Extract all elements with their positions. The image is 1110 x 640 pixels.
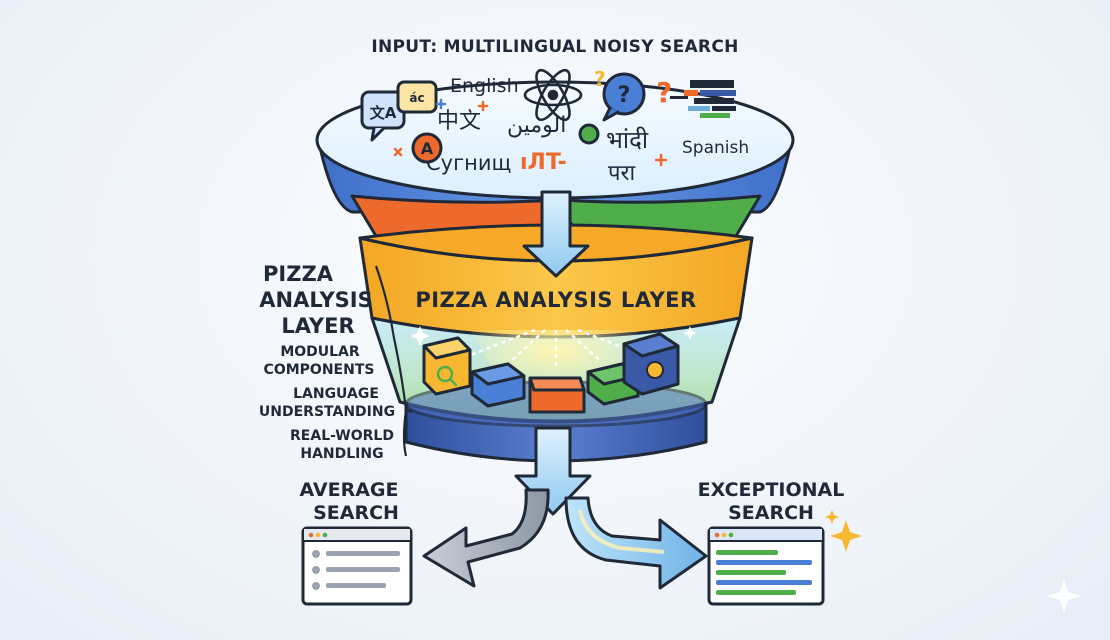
side-item-1-line-2: COMPONENTS — [264, 362, 375, 378]
average-arrow — [422, 488, 550, 588]
average-label-line-2: SEARCH — [313, 502, 399, 524]
side-items: MODULAR COMPONENTS LANGUAGE UNDERSTANDIN… — [259, 344, 395, 462]
side-item-2-line-1: LANGUAGE — [293, 386, 379, 402]
letter-bubble-icon: A — [411, 132, 443, 164]
side-heading-line-3: LAYER — [281, 314, 354, 338]
glitch-icon — [670, 80, 736, 118]
exceptional-label-line-1: EXCEPTIONAL — [698, 479, 845, 501]
average-label-line-1: AVERAGE — [299, 479, 398, 501]
exceptional-search-window — [707, 526, 825, 606]
side-item-3-line-1: REAL-WORLD — [290, 428, 394, 444]
side-heading-line-2: ANALYSIS — [259, 288, 372, 312]
word-english: English — [450, 75, 519, 97]
svg-text:ác: ác — [409, 91, 424, 105]
exceptional-label-line-2: SEARCH — [728, 502, 814, 524]
component-cube-orange — [528, 376, 586, 414]
word-noise: ıЛT- — [520, 150, 567, 175]
svg-text:?: ? — [618, 83, 631, 108]
diagram-title: INPUT: MULTILINGUAL NOISY SEARCH — [371, 37, 738, 57]
question-mark-orange: ? — [656, 76, 672, 109]
top-down-arrow — [522, 190, 590, 278]
sparkle-icon — [410, 326, 697, 346]
svg-text:文A: 文A — [370, 104, 397, 122]
sparkle-crosses — [393, 98, 668, 167]
side-heading: PIZZA ANALYSIS LAYER — [259, 262, 372, 338]
inner-rays — [467, 328, 641, 366]
average-search-window — [301, 526, 413, 606]
exceptional-arrow-glow — [578, 509, 665, 554]
search-box-icon — [422, 336, 472, 396]
svg-text:A: A — [421, 139, 434, 158]
translate-icon: 文A ác — [360, 80, 438, 142]
funnel-layer-label: PIZZA ANALYSIS LAYER — [415, 288, 696, 312]
question-mark-yellow: ? — [594, 67, 606, 91]
corner-sparkle-icon — [1046, 578, 1082, 614]
word-chinese: 中文 — [437, 109, 481, 134]
component-cube-blue — [470, 362, 526, 408]
exceptional-arrow — [564, 496, 708, 590]
gold-sparkle-icon — [825, 510, 862, 552]
side-bracket — [374, 265, 413, 457]
side-heading-line-1: PIZZA — [263, 262, 334, 286]
chip-box-icon — [622, 332, 680, 396]
word-hindi-2: परा — [608, 161, 635, 186]
chat-bubble-icon — [578, 123, 600, 145]
side-item-1-line-1: MODULAR — [280, 344, 360, 360]
side-item-3-line-2: HANDLING — [300, 446, 383, 462]
word-spanish: Spanish — [682, 138, 749, 158]
word-hindi: भांदी — [606, 126, 649, 154]
question-bubble-icon: ? — [602, 72, 646, 122]
side-item-2-line-2: UNDERSTANDING — [259, 404, 395, 420]
atom-icon — [523, 68, 583, 122]
